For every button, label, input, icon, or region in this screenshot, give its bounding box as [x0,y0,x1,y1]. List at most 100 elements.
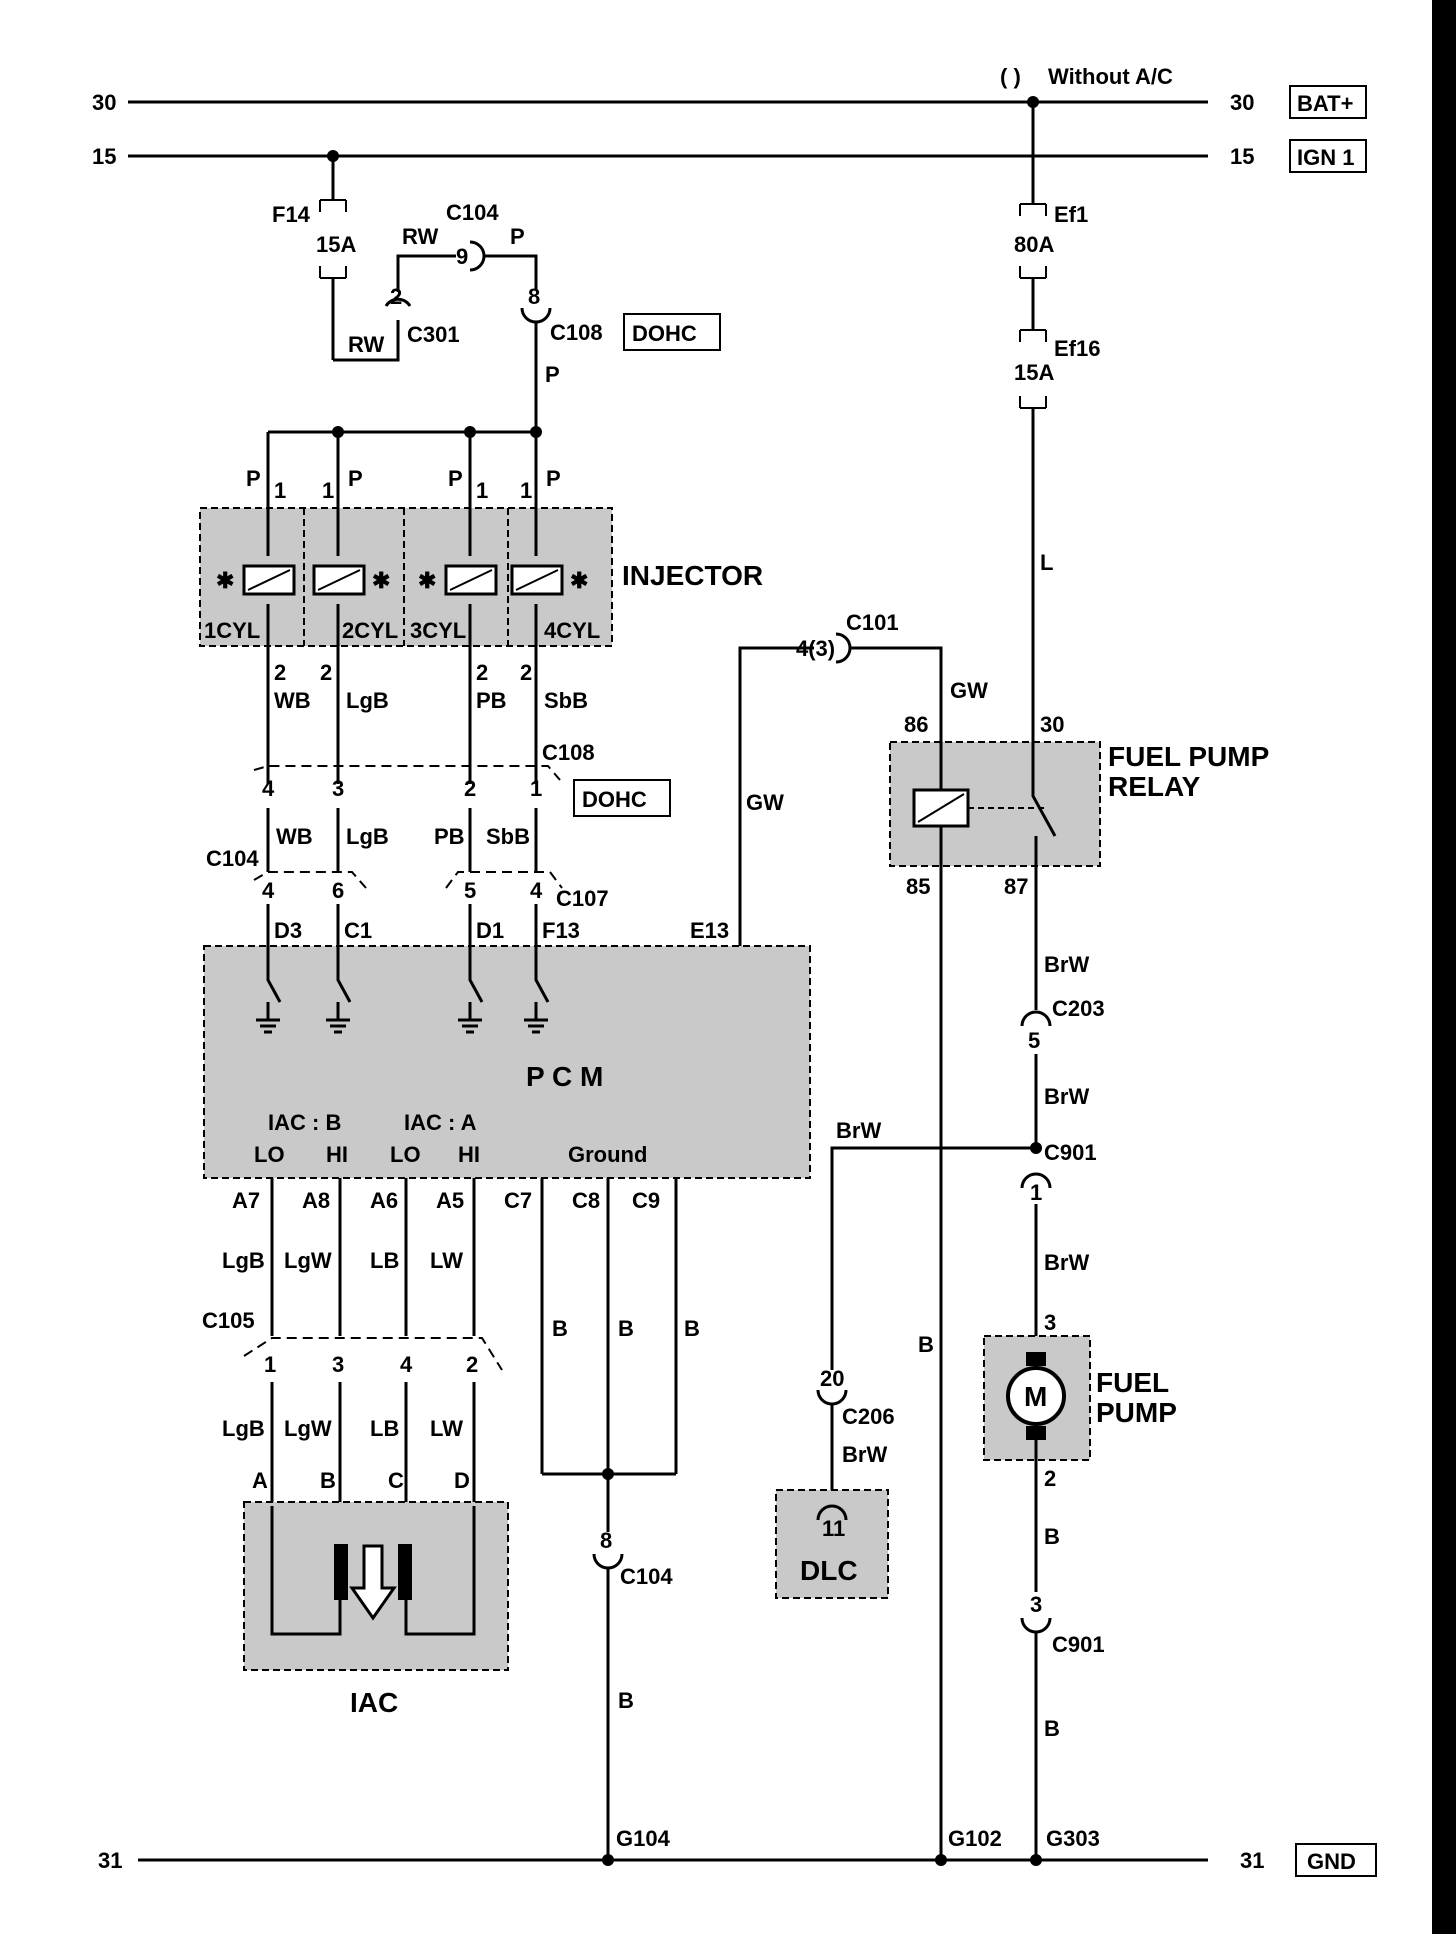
c206-pin: 20 [820,1366,844,1391]
ef16-wire-l: L [1040,550,1053,575]
wire-rw-high: RW [402,224,438,249]
c104-top-label: C104 [446,200,499,225]
c107-label: C107 [556,886,609,911]
c107-pin-5: 5 [464,878,476,903]
gnd-rail-left-number: 31 [98,1848,122,1873]
pcm-hi-2: HI [458,1142,480,1167]
g104-label: G104 [616,1826,671,1851]
iac-pin-c: C [388,1468,404,1493]
pcm-gnd-wire-b-2: B [618,1316,634,1341]
fuse-ef1-label: Ef1 [1054,202,1088,227]
pump-pin-2: 2 [1044,1466,1056,1491]
c104-mid-wire-pb: PB [434,824,465,849]
relay-label-line1: FUEL PUMP [1108,741,1269,772]
ign-rail-right-number: 15 [1230,144,1254,169]
inj3-wire-p: P [448,466,463,491]
without-ac-paren: ( ) [1000,64,1021,89]
c108-pin-2: 2 [464,776,476,801]
pcm-lo-1: LO [254,1142,285,1167]
c104-mid-wire-lgb: LgB [346,824,389,849]
iac-pin-a: A [252,1468,268,1493]
inj4-pin-top: 1 [520,478,532,503]
inj1-wire-wb: WB [274,688,311,713]
fuse-ef16-rating: 15A [1014,360,1054,385]
cyl1-label: 1CYL [204,618,260,643]
relay-pin-30: 30 [1040,712,1064,737]
c108-pin-4: 4 [262,776,275,801]
inj4-pin-bot: 2 [520,660,532,685]
pcm-gnd-wire-b-1: B [552,1316,568,1341]
inj3-spray-icon: ✱ [418,568,436,593]
pcm-pin-e13: E13 [690,918,729,943]
c203-pin: 5 [1028,1028,1040,1053]
c105-label: C105 [202,1308,255,1333]
iac-label: IAC [350,1687,398,1718]
iac-wire-lgw-upper: LgW [284,1248,332,1273]
pcm-pin-a6: A6 [370,1188,398,1213]
pcm-title: P C M [526,1061,603,1092]
pcm-pin-c7: C7 [504,1188,532,1213]
motor-symbol: M [1024,1381,1047,1412]
pcm-pin-a8: A8 [302,1188,330,1213]
wire-p-down: P [545,362,560,387]
c101-pin: 4(3) [796,636,835,661]
inj2-pin-bot: 2 [320,660,332,685]
injector-1cyl: P 1 2 1CYL WB ✱ [204,432,311,784]
c101-wire-gw: GW [950,678,988,703]
dlc-label: DLC [800,1555,858,1586]
injector-label: INJECTOR [622,560,763,591]
fuse-ef1-rating: 80A [1014,232,1054,257]
inj1-pin-bot: 2 [274,660,286,685]
pcm-iac-b: IAC : B [268,1110,341,1135]
inj3-pin-bot: 2 [476,660,488,685]
e13-wire-gw: GW [746,790,784,815]
c901-wire-brw: BrW [1044,1250,1089,1275]
relay-pin-86: 86 [904,712,928,737]
pcm-gnd-wire-b-3: B [684,1316,700,1341]
c108-pin-3: 3 [332,776,344,801]
pcm-pin-c1: C1 [344,918,372,943]
c104-top-pin: 9 [456,244,468,269]
dohc-tag-mid: DOHC [582,787,647,812]
inj3-pin-top: 1 [476,478,488,503]
page-edge [1432,0,1456,1934]
iac-coil-right [398,1544,412,1600]
pcm-hi-1: HI [326,1142,348,1167]
c104-pin-6: 6 [332,878,344,903]
c108-mid-label: C108 [542,740,595,765]
pump-wire-b: B [1044,1524,1060,1549]
inj2-spray-icon: ✱ [372,568,390,593]
injector-3cyl: P 1 2 3CYL PB ✱ [410,432,507,784]
inj1-spray-icon: ✱ [216,568,234,593]
c206-wire-brw: BrW [842,1442,887,1467]
g102-label: G102 [948,1826,1002,1851]
relay87-wire-brw: BrW [1044,952,1089,977]
c301-label: C301 [407,322,460,347]
ign-rail: 15 15 IGN 1 [92,139,1367,173]
c101-label: C101 [846,610,899,635]
pump-pin-3: 3 [1044,1310,1056,1335]
pcm-driver-switches [256,946,550,1034]
c901-b-pin: 3 [1030,1592,1042,1617]
bat-tag: BAT+ [1297,91,1353,116]
pcm-pin-f13: F13 [542,918,580,943]
iac-wire-lb-upper: LB [370,1248,399,1273]
pcm-pin-a5: A5 [436,1188,464,1213]
iac-wire-lgw-lower: LgW [284,1416,332,1441]
pcm-pin-a7: A7 [232,1188,260,1213]
pump-label-line2: PUMP [1096,1397,1177,1428]
inj1-wire-p: P [246,466,261,491]
cyl4-label: 4CYL [544,618,600,643]
pcm-pin-d1: D1 [476,918,504,943]
c301-pin: 2 [390,284,402,309]
dohc-tag-top: DOHC [632,321,697,346]
c105-pin-3: 3 [332,1352,344,1377]
c901-b-label: C901 [1052,1632,1105,1657]
inj2-pin-top: 1 [322,478,334,503]
pcm-pin-c8: C8 [572,1188,600,1213]
iac-wire-lw-lower: LW [430,1416,463,1441]
relay-label-line2: RELAY [1108,771,1201,802]
pcm-iac-a: IAC : A [404,1110,477,1135]
g104-wire-b: B [618,1688,634,1713]
